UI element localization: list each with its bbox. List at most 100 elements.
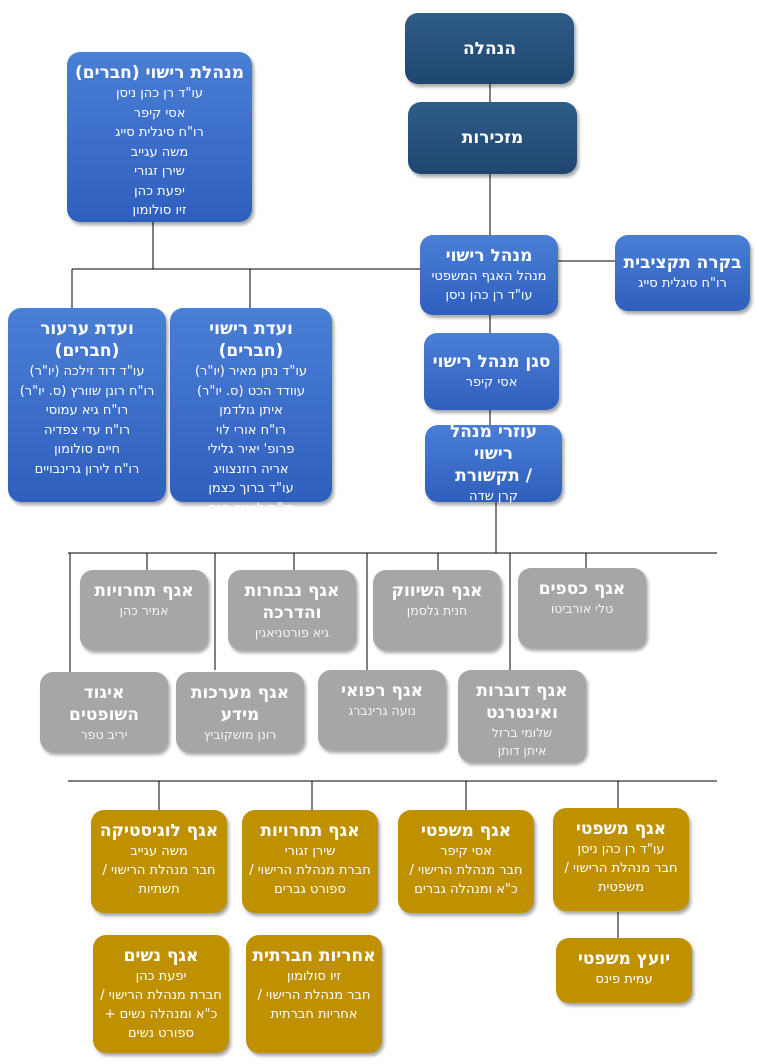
unit-line: כ"א ומנהלה גברים bbox=[414, 882, 518, 897]
member-line: אסי קיפר bbox=[465, 374, 518, 390]
member-line: חיים סולומון bbox=[54, 442, 120, 457]
member-line: שירן זגורי bbox=[134, 164, 185, 179]
licensing-committee-title: ועדת רישוי (חברים) bbox=[209, 319, 293, 361]
unit-title: אגף נבחרות והדרכה bbox=[244, 581, 340, 623]
unit-line: ספורט נשים bbox=[128, 1026, 194, 1041]
member-line: פרופ' יאיר גלילי bbox=[207, 442, 295, 457]
member-line: עו"ד נתן מאיר (יו"ר) bbox=[194, 364, 308, 379]
unit-title: אגף לוגיסטיקה bbox=[99, 821, 219, 841]
unit-head: גיא פורטניאגין bbox=[254, 625, 330, 640]
unit-line: חבר מנהלת הרישוי / bbox=[564, 861, 678, 876]
assistants-title: עוזרי מנהל רישוי / תקשורת bbox=[449, 421, 538, 486]
unit-line: משה עגייב bbox=[130, 844, 188, 859]
unit-title: אגף משפטי bbox=[420, 821, 512, 841]
unit-title: יועץ משפטי bbox=[577, 949, 671, 969]
member-line: עו"ד רן כהן ניסן bbox=[445, 288, 533, 303]
unit-title: אגף השיווק bbox=[391, 581, 483, 601]
unit-line: ספורט גברים bbox=[274, 882, 346, 897]
national-teams-division-box: אגף נבחרות והדרכה גיא פורטניאגין bbox=[228, 570, 356, 650]
finance-division-box: אגף כספים טלי אורביטו bbox=[518, 568, 646, 648]
licensing-committee-box: ועדת רישוי (חברים) עו"ד נתן מאיר (יו"ר) … bbox=[170, 308, 332, 516]
unit-line: משפטית bbox=[597, 880, 645, 895]
unit-head: יריב טפר bbox=[80, 727, 128, 742]
unit-line: כ"א ומנהלה נשים + bbox=[104, 1007, 218, 1022]
member-line: רו"ח סיגלית סייג bbox=[115, 125, 204, 140]
marketing-division-box: אגף השיווק חנית גלסמן bbox=[373, 570, 501, 650]
deputy-manager-title: סגן מנהל רישוי bbox=[432, 351, 551, 372]
licensing-board-box: מנהלת רישוי (חברים) עו"ד רן כהן ניסן אסי… bbox=[67, 52, 252, 222]
member-line: זיו סולומון bbox=[132, 203, 187, 218]
member-line: אסי קיפר bbox=[133, 105, 186, 121]
unit-line: עמית פינס bbox=[595, 972, 653, 987]
member-line: משה עגייב bbox=[130, 144, 189, 160]
unit-line: חבר מנהלת הרישוי / bbox=[102, 863, 216, 878]
unit-title: איגוד השופטים bbox=[69, 683, 139, 725]
member-line: קרן שדה bbox=[468, 488, 519, 504]
member-line: רו"ח רונן שוורץ (ס. יו"ר) bbox=[19, 383, 155, 399]
member-line: עו"ד ברוך כצמן bbox=[208, 481, 294, 496]
unit-title: אגף רפואי bbox=[341, 681, 423, 701]
unit-line: חבר מנהלת הרישוי / bbox=[409, 863, 523, 878]
women-division-box: אגף נשים יפעת כהן חברת מנהלת הרישוי / כ"… bbox=[93, 935, 229, 1053]
unit-head: נועה גרינברג bbox=[348, 703, 416, 718]
member-line: רו"ח סיגלית סייג bbox=[638, 276, 727, 292]
competitions-division-box: אגף תחרויות אמיר כהן bbox=[80, 570, 208, 650]
medical-division-box: אגף רפואי נועה גרינברג bbox=[318, 670, 446, 750]
legal-division-box: אגף משפטי עו"ד רן כהן ניסן חבר מנהלת הרי… bbox=[553, 808, 689, 911]
deputy-manager-box: סגן מנהל רישוי אסי קיפר bbox=[424, 333, 559, 410]
board-title: הנהלה bbox=[462, 38, 517, 59]
member-line: רו"ח עדי צפדיה bbox=[43, 422, 131, 438]
member-line: רו"ח לירון גרינבויים bbox=[34, 461, 140, 477]
member-line: רו"ח ליאור חנס bbox=[208, 500, 294, 516]
information-systems-division-box: אגף מערכות מידע רונן מושקוביץ bbox=[176, 672, 304, 752]
unit-line: אסי קיפר bbox=[440, 844, 492, 859]
unit-title: אחריות חברתית bbox=[252, 946, 376, 966]
board-box: הנהלה bbox=[405, 13, 574, 84]
member-line: רו"ח גיא עמוסי bbox=[45, 403, 129, 418]
unit-line: עו"ד רן כהן ניסן bbox=[577, 842, 665, 857]
unit-line: חברת מנהלת הרישוי / bbox=[100, 988, 222, 1003]
unit-title: אגף נשים bbox=[123, 946, 199, 966]
member-line: איתן גולדמן bbox=[219, 403, 283, 418]
unit-line: חברת מנהלת הרישוי / bbox=[249, 863, 371, 878]
media-internet-division-box: אגף דוברות ואינטרנט שלומי ברזל איתן דותן bbox=[458, 670, 586, 762]
unit-line: זיו סולומון bbox=[287, 969, 341, 984]
social-responsibility-box: אחריות חברתית זיו סולומון חבר מנהלת הריש… bbox=[246, 935, 382, 1053]
member-line: מנהל האגף המשפטי bbox=[431, 268, 547, 284]
unit-line: אחריות חברתית bbox=[270, 1007, 358, 1022]
budget-control-box: בקרה תקציבית רו"ח סיגלית סייג bbox=[615, 235, 750, 311]
unit-head: איתן דותן bbox=[497, 743, 547, 758]
unit-title: אגף כספים bbox=[538, 579, 626, 599]
unit-head: שלומי ברזל bbox=[491, 725, 553, 740]
unit-title: אגף תחרויות bbox=[260, 821, 360, 841]
unit-line: שירן זגורי bbox=[284, 844, 336, 859]
legal-advisor-box: יועץ משפטי עמית פינס bbox=[556, 938, 692, 1003]
unit-head: טלי אורביטו bbox=[550, 601, 614, 616]
licensing-manager-title: מנהל רישוי bbox=[445, 245, 533, 266]
unit-title: אגף משפטי bbox=[575, 819, 667, 839]
unit-head: חנית גלסמן bbox=[406, 603, 468, 618]
unit-title: אגף דוברות ואינטרנט bbox=[476, 681, 568, 723]
member-line: עו"ד דוד זילכה (יו"ר) bbox=[29, 364, 145, 379]
competitions-gold-division-box: אגף תחרויות שירן זגורי חברת מנהלת הרישוי… bbox=[242, 810, 378, 913]
logistics-division-box: אגף לוגיסטיקה משה עגייב חבר מנהלת הרישוי… bbox=[91, 810, 227, 913]
unit-line: תשתיות bbox=[138, 882, 180, 897]
member-line: רו"ח אורי לוי bbox=[216, 422, 286, 438]
budget-control-title: בקרה תקציבית bbox=[623, 253, 742, 274]
unit-title: אגף תחרויות bbox=[94, 581, 194, 601]
licensing-manager-box: מנהל רישוי מנהל האגף המשפטי עו"ד רן כהן … bbox=[420, 235, 558, 315]
member-line: אריה רוזנצוויג bbox=[213, 461, 289, 477]
unit-line: חבר מנהלת הרישוי / bbox=[257, 988, 371, 1003]
assistants-box: עוזרי מנהל רישוי / תקשורת קרן שדה bbox=[425, 422, 562, 504]
unit-line: יפעת כהן bbox=[135, 969, 187, 984]
member-line: עו"ד רן כהן ניסן bbox=[115, 86, 204, 101]
unit-title: אגף מערכות מידע bbox=[190, 683, 290, 725]
appeals-committee-box: ועדת ערעור (חברים) עו"ד דוד זילכה (יו"ר)… bbox=[8, 308, 166, 502]
licensing-board-title: מנהלת רישוי (חברים) bbox=[74, 63, 245, 83]
secretariat-box: מזכירות bbox=[408, 102, 577, 174]
legal-division-2-box: אגף משפטי אסי קיפר חבר מנהלת הרישוי / כ"… bbox=[398, 810, 534, 913]
member-line: יפעת כהן bbox=[134, 183, 185, 199]
secretariat-title: מזכירות bbox=[461, 128, 524, 148]
appeals-committee-title: ועדת ערעור (חברים) bbox=[40, 319, 134, 361]
